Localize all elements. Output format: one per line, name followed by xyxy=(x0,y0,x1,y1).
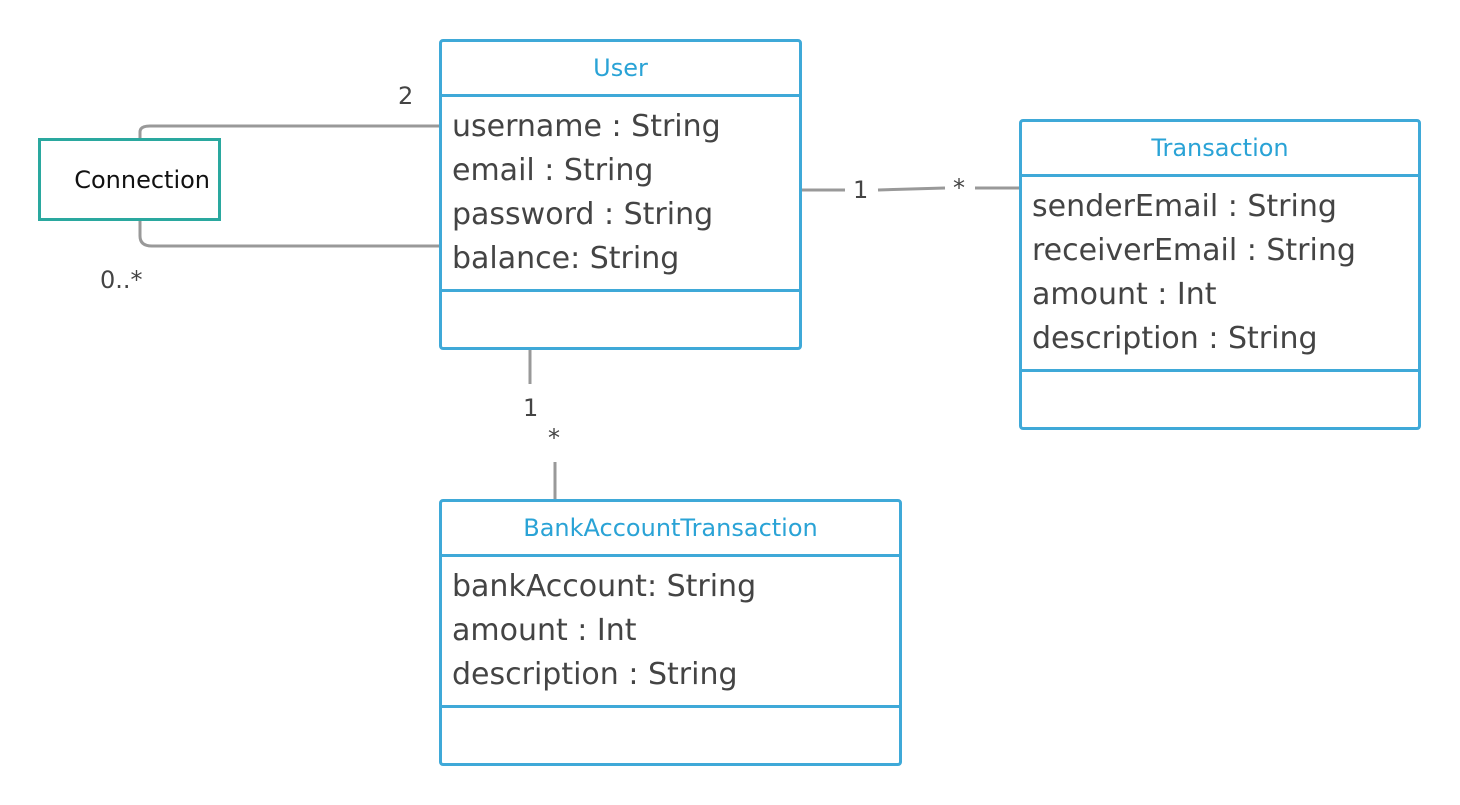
attribute: password : String xyxy=(452,197,714,232)
connection-user-bottom-line xyxy=(138,221,440,248)
transaction-attributes: senderEmail : String receiverEmail : Str… xyxy=(1022,177,1418,372)
connection-user-top-line xyxy=(138,124,440,138)
attribute: amount : Int xyxy=(1032,277,1217,312)
attribute: username : String xyxy=(452,109,721,144)
user-transaction-line xyxy=(800,186,1020,192)
user-attributes: username : String email : String passwor… xyxy=(442,97,799,292)
bank-account-transaction-class[interactable]: BankAccountTransaction bankAccount: Stri… xyxy=(439,499,902,766)
attribute: description : String xyxy=(452,657,738,692)
multiplicity-label: 1 xyxy=(853,176,869,204)
transaction-class[interactable]: Transaction senderEmail : String receive… xyxy=(1019,119,1421,430)
user-bank-line xyxy=(528,348,557,500)
bank-account-transaction-attributes: bankAccount: String amount : Int descrip… xyxy=(442,557,899,708)
transaction-class-name: Transaction xyxy=(1022,122,1418,177)
user-class-name: User xyxy=(442,42,799,97)
attribute: balance: String xyxy=(452,241,680,276)
multiplicity-label: * xyxy=(953,174,965,202)
attribute: receiverEmail : String xyxy=(1032,233,1356,268)
multiplicity-label: 1 xyxy=(523,394,539,422)
bank-account-transaction-class-name: BankAccountTransaction xyxy=(442,502,899,557)
multiplicity-label: 2 xyxy=(398,82,414,110)
bank-account-transaction-operations xyxy=(442,708,899,760)
attribute: description : String xyxy=(1032,321,1318,356)
attribute: senderEmail : String xyxy=(1032,189,1337,224)
connection-class[interactable]: Connection xyxy=(38,138,221,221)
attribute: email : String xyxy=(452,153,654,188)
multiplicity-label: 0..* xyxy=(100,266,143,294)
attribute: bankAccount: String xyxy=(452,569,757,604)
user-operations xyxy=(442,292,799,344)
user-class[interactable]: User username : String email : String pa… xyxy=(439,39,802,350)
connection-class-name: Connection xyxy=(74,165,210,194)
attribute: amount : Int xyxy=(452,613,637,648)
multiplicity-label: * xyxy=(548,424,560,452)
transaction-operations xyxy=(1022,372,1418,424)
